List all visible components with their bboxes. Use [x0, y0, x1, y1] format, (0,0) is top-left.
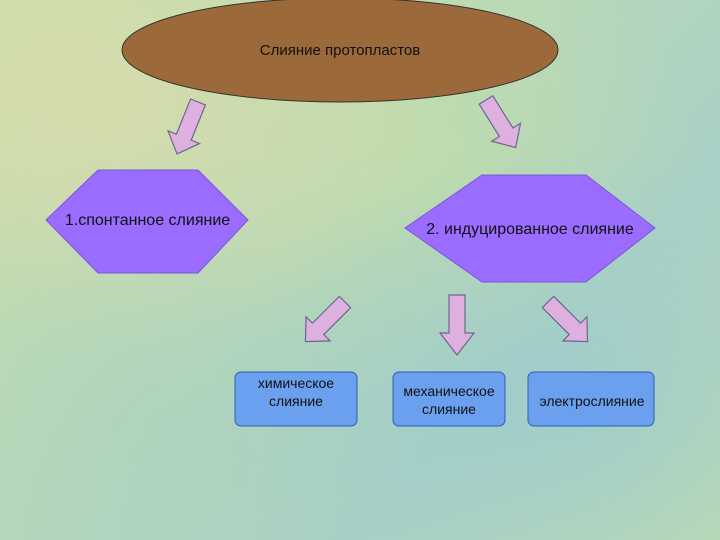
chemical-label: химическое слияние — [257, 375, 335, 409]
mechanical-label: механическое слияние — [403, 383, 495, 417]
mechanical-box — [392, 371, 506, 427]
root-label: Слияние протопластов — [259, 41, 421, 59]
induced-label: 2. индуцированное слияние — [426, 221, 634, 238]
arrow-root-to-induced — [478, 94, 522, 149]
electro-box — [527, 371, 655, 427]
spontaneous-hexagon — [45, 169, 249, 274]
root-ellipse — [121, 0, 559, 103]
arrow-root-to-spontaneous — [166, 98, 207, 155]
arrow-induced-to-chemical — [304, 295, 352, 343]
spontaneous-label: 1.спонтанное слияние — [64, 212, 231, 229]
arrow-induced-to-electro — [541, 295, 589, 343]
electro-label: электрослияние — [539, 393, 645, 409]
arrow-induced-to-mechanical — [438, 294, 476, 356]
induced-hexagon — [404, 174, 656, 283]
chemical-box — [234, 371, 358, 427]
